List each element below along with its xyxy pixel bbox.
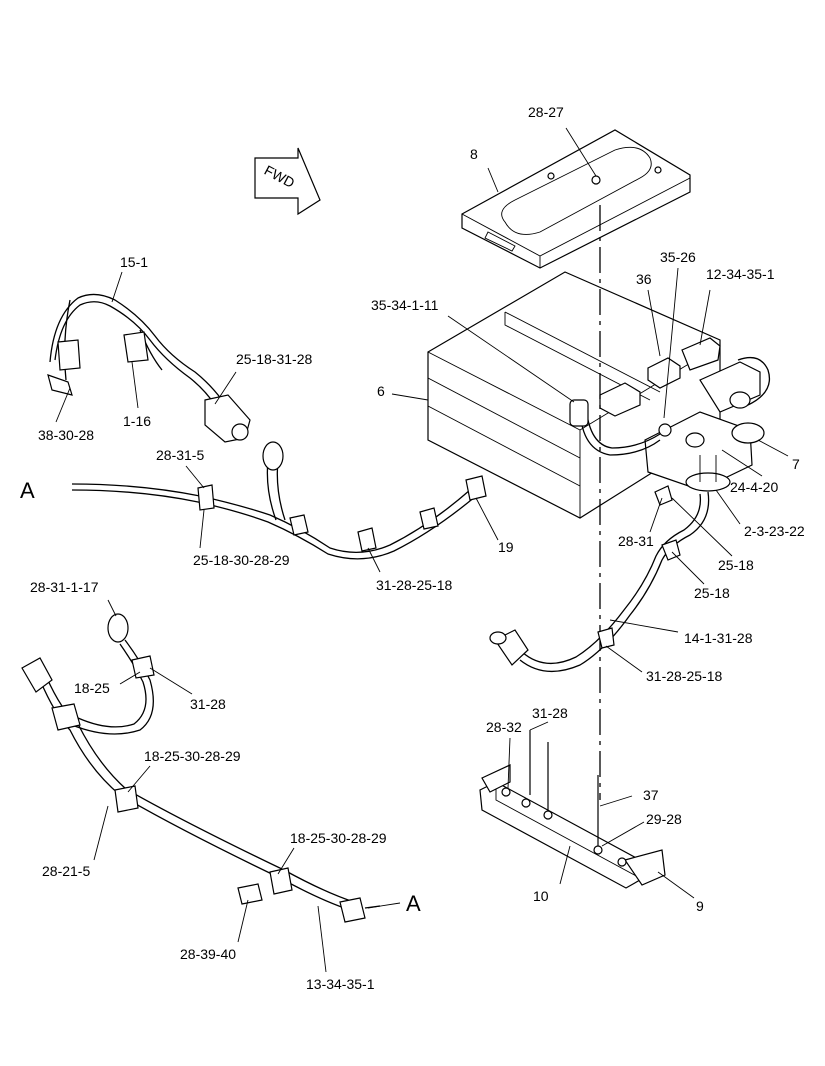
callout-6: 6 bbox=[377, 383, 385, 399]
callout-37: 37 bbox=[643, 787, 659, 803]
callout-2-3-23-22: 2-3-23-22 bbox=[744, 523, 805, 539]
callout-28-27: 28-27 bbox=[528, 104, 564, 120]
callout-12-34-35-1: 12-34-35-1 bbox=[706, 266, 775, 282]
callout-31-28-tray: 31-28 bbox=[532, 705, 568, 721]
callout-25-18-30-28-29: 25-18-30-28-29 bbox=[193, 552, 290, 568]
callout-28-39-40: 28-39-40 bbox=[180, 946, 236, 962]
forward-direction-arrow: FWD bbox=[254, 147, 321, 216]
battery-cover-plate bbox=[461, 129, 691, 269]
callout-14-1-31-28: 14-1-31-28 bbox=[684, 630, 753, 646]
callout-19: 19 bbox=[498, 539, 514, 555]
callout-1-16: 1-16 bbox=[123, 413, 151, 429]
callout-31-28-left: 31-28 bbox=[190, 696, 226, 712]
callout-35-26: 35-26 bbox=[660, 249, 696, 265]
callout-18-25: 18-25 bbox=[74, 680, 110, 696]
callout-25-18-a: 25-18 bbox=[718, 557, 754, 573]
callout-31-28-25-18-right: 31-28-25-18 bbox=[646, 668, 722, 684]
harness-middle bbox=[71, 441, 487, 560]
cable-battery-positive bbox=[569, 399, 661, 456]
callout-10: 10 bbox=[533, 888, 549, 904]
callout-36: 36 bbox=[636, 271, 652, 287]
callout-13-34-35-1: 13-34-35-1 bbox=[306, 976, 375, 992]
callout-28-31-5: 28-31-5 bbox=[156, 447, 204, 463]
callout-29-28: 29-28 bbox=[646, 811, 682, 827]
callout-28-21-5: 28-21-5 bbox=[42, 863, 90, 879]
callout-31-28-25-18-mid: 31-28-25-18 bbox=[376, 577, 452, 593]
harness-15-1 bbox=[47, 293, 251, 443]
cable-14-1-31-28 bbox=[489, 485, 710, 673]
callout-18-25-30-28-29-b: 18-25-30-28-29 bbox=[290, 830, 387, 846]
callout-25-18-31-28: 25-18-31-28 bbox=[236, 351, 312, 367]
callout-7: 7 bbox=[792, 456, 800, 472]
terminal-assembly bbox=[644, 356, 771, 492]
callout-A-left: A bbox=[20, 478, 35, 503]
callout-28-31-1-17: 28-31-1-17 bbox=[30, 579, 99, 595]
callout-38-30-28: 38-30-28 bbox=[38, 427, 94, 443]
callout-28-31-right: 28-31 bbox=[618, 533, 654, 549]
callout-18-25-30-28-29-a: 18-25-30-28-29 bbox=[144, 748, 241, 764]
callout-9: 9 bbox=[696, 898, 704, 914]
callout-A-right: A bbox=[406, 891, 421, 916]
callout-8: 8 bbox=[470, 146, 478, 162]
leader-lines bbox=[55, 127, 789, 973]
harness-lower-left bbox=[21, 613, 381, 923]
callout-35-34-1-11: 35-34-1-11 bbox=[371, 297, 439, 313]
callout-28-32: 28-32 bbox=[486, 719, 522, 735]
mounting-tray bbox=[479, 730, 666, 889]
callout-24-4-20: 24-4-20 bbox=[730, 479, 778, 495]
callout-25-18-b: 25-18 bbox=[694, 585, 730, 601]
callout-15-1: 15-1 bbox=[120, 254, 148, 270]
fwd-label: FWD bbox=[262, 162, 298, 191]
